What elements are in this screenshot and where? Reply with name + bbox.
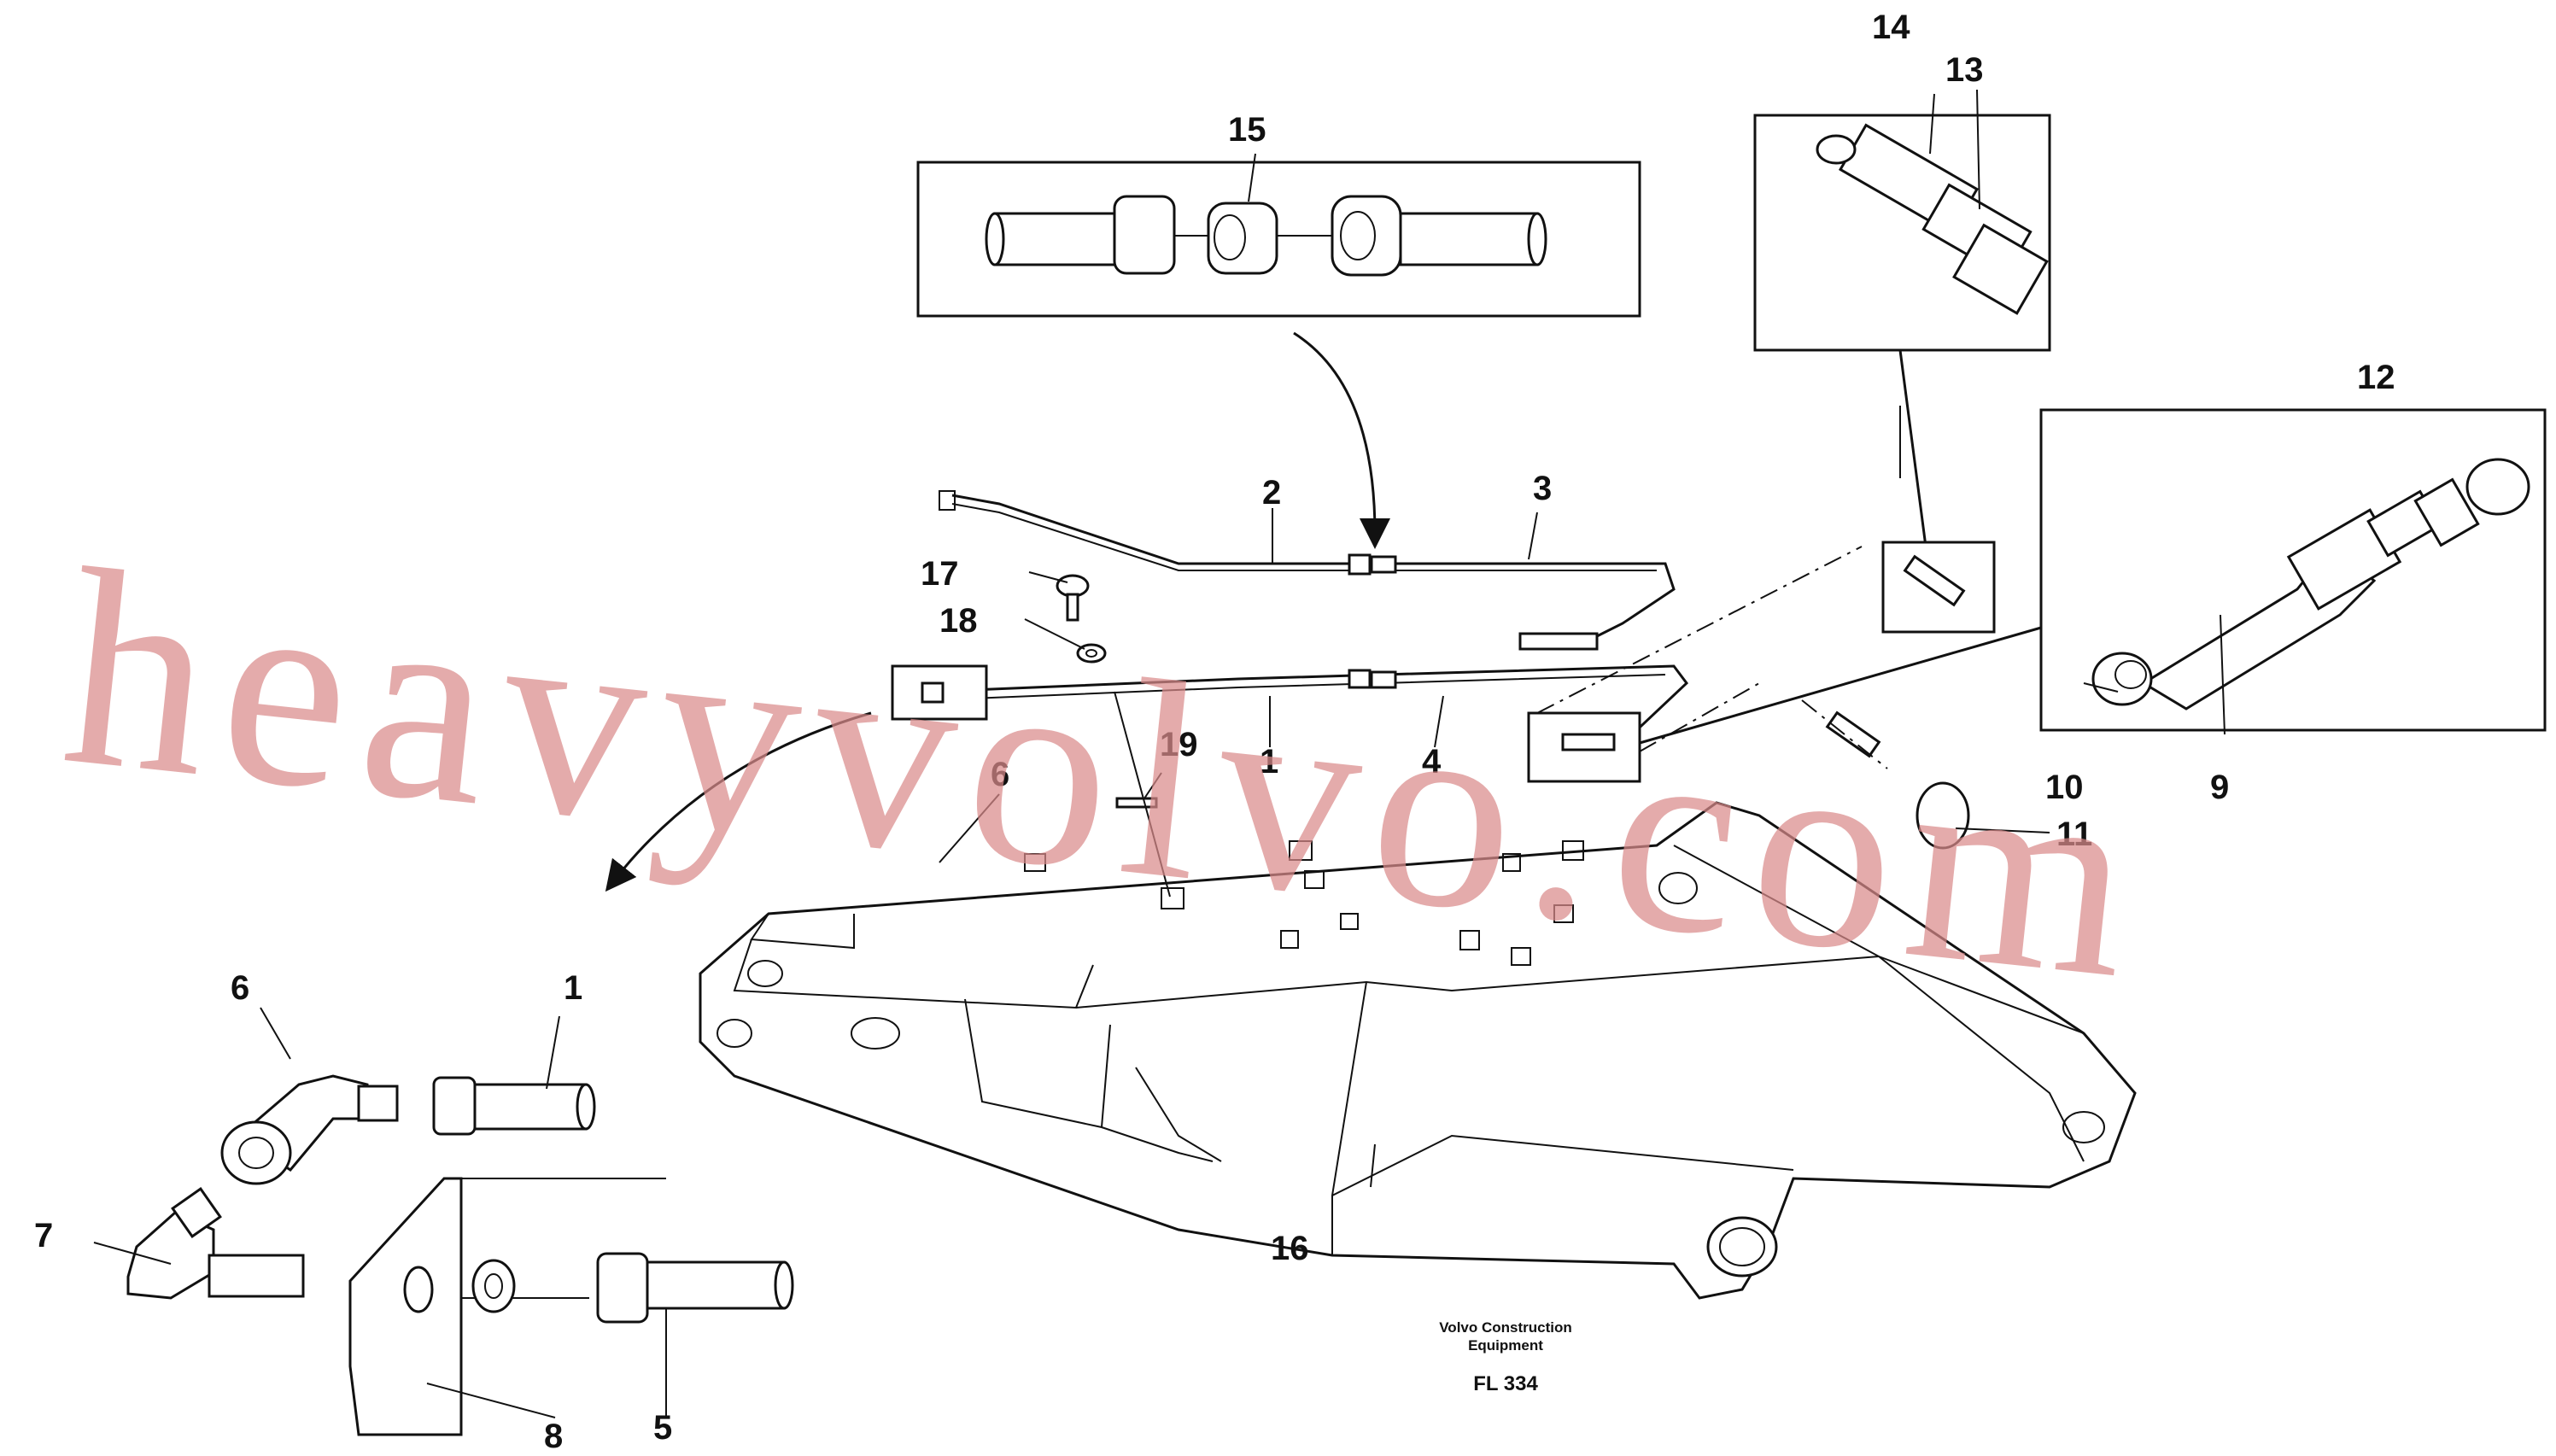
callout-1-main: 1 [1260, 743, 1278, 781]
callout-13: 13 [1945, 51, 1984, 89]
callout-6-detail: 6 [231, 969, 249, 1007]
caption-company: Volvo Construction [1439, 1319, 1572, 1336]
figure-code: FL 334 [1473, 1372, 1538, 1395]
leader-lines [93, 89, 2226, 1418]
callout-4: 4 [1422, 743, 1442, 781]
hose-end-fitting [1825, 710, 1881, 758]
callout-8: 8 [544, 1418, 563, 1455]
caption-subtitle: Equipment [1468, 1337, 1543, 1354]
callout-11: 11 [2056, 816, 2092, 853]
callout-10: 10 [2045, 769, 2084, 806]
detail-box-13-14 [1753, 114, 2051, 352]
callout-17: 17 [921, 555, 959, 593]
boom-arm [699, 801, 2137, 1300]
callout-16: 16 [1271, 1230, 1309, 1267]
callout-7: 7 [34, 1217, 53, 1254]
callout-1-detail: 1 [564, 969, 582, 1007]
callout-18: 18 [939, 602, 978, 640]
pin-19 [1114, 691, 1171, 898]
callout-2: 2 [1262, 474, 1281, 512]
callout-14: 14 [1872, 9, 1910, 46]
callout-labels: 1 1 2 3 4 5 6 6 7 8 9 10 11 12 13 14 15 … [34, 9, 2395, 1455]
bolt-17 [1056, 574, 1090, 622]
callout-6-main: 6 [991, 756, 1009, 793]
callout-3: 3 [1533, 470, 1552, 507]
detail-box-15 [916, 161, 1641, 318]
o-ring-11 [1916, 781, 1970, 850]
callout-9: 9 [2210, 769, 2229, 806]
callout-19: 19 [1160, 726, 1198, 763]
detail-bottom-left [126, 1074, 794, 1436]
callout-5: 5 [653, 1409, 672, 1447]
caption-block: Volvo Construction Equipment FL 334 [1439, 1319, 1572, 1395]
callout-15: 15 [1228, 111, 1266, 149]
callout-12: 12 [2357, 359, 2395, 396]
detail-box-9-10-12 [2039, 408, 2547, 732]
